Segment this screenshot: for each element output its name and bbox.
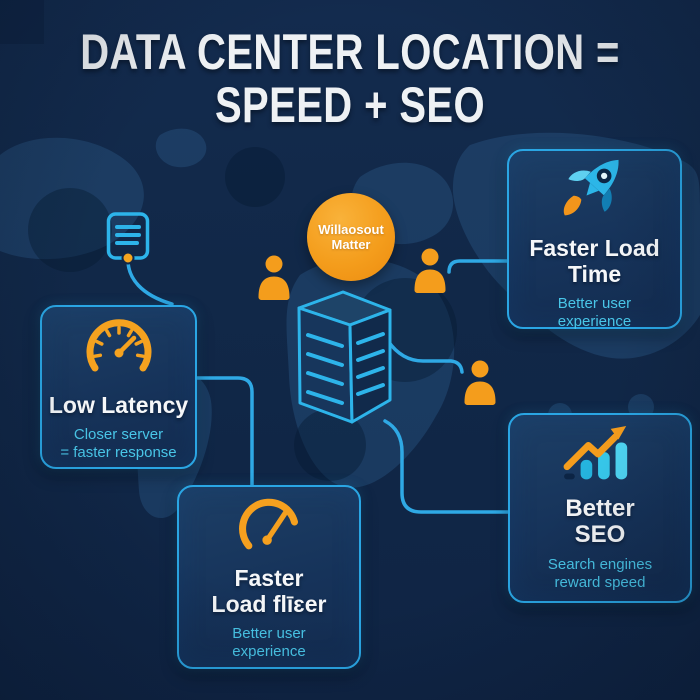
card-title-line: SEO [574,520,626,548]
card-title-line: Time [567,260,622,287]
card-subtitle-line: experience [232,643,306,660]
card-title: Faster Load flīɛer [212,565,327,617]
document-server-icon [106,212,150,265]
card-subtitle: Search engines reward speed [548,556,652,593]
corner-shade [0,0,44,44]
card-title: Better SEO [565,494,635,548]
page-title-line2: SPEED + SEO [214,77,486,133]
growth-chart-icon [558,424,642,490]
card-low-latency: Low Latency Closer server = faster respo… [40,305,197,469]
user-icon [258,255,290,300]
user-icon [414,248,446,293]
card-subtitle-line: Search engines [547,555,653,573]
bubble-line1: Willaosout [318,221,384,237]
card-faster-load-flier: Faster Load flīɛer Better user experienc… [177,485,361,669]
card-subtitle-line: Better user [557,294,632,312]
page-title: DATA CENTER LOCATION = SPEED + SEO [70,26,630,132]
card-title-line: Faster [234,564,304,591]
speedometer-icon [77,312,161,386]
location-matter-bubble: Willaosout Matter [307,193,395,281]
page-title-line1: DATA CENTER LOCATION = [80,24,620,80]
gauge-needle-icon [227,493,311,559]
card-title-line: Better [565,494,635,522]
connector-server-to-betterseo [383,419,511,514]
card-subtitle: Better user experience [558,295,631,332]
card-subtitle-line: Closer server [73,425,164,443]
card-subtitle-line: reward speed [554,574,646,591]
bubble-line2: Matter [331,237,371,252]
card-title-line: Faster Load [529,234,660,261]
card-subtitle-line: experience [557,313,632,330]
card-title-line: Low Latency [48,391,189,418]
card-subtitle-line: = faster response [60,444,177,461]
card-title-line: Load flīɛer [211,590,327,617]
card-subtitle: Closer server = faster response [60,426,176,463]
card-title: Low Latency [49,392,188,418]
rocket-icon [553,147,637,229]
connector-server-to-fasterloadtime [447,259,510,274]
card-faster-load-time: Faster Load Time Better user experience [507,147,682,332]
connector-lowlatency-to-bottom-card [192,376,254,488]
server-isometric-icon [297,290,392,424]
card-title: Faster Load Time [529,235,659,287]
card-subtitle-line: Better user [232,624,306,642]
user-icon [464,360,496,405]
card-subtitle: Better user experience [232,625,305,662]
card-better-seo: Better SEO Search engines reward speed [508,413,692,603]
